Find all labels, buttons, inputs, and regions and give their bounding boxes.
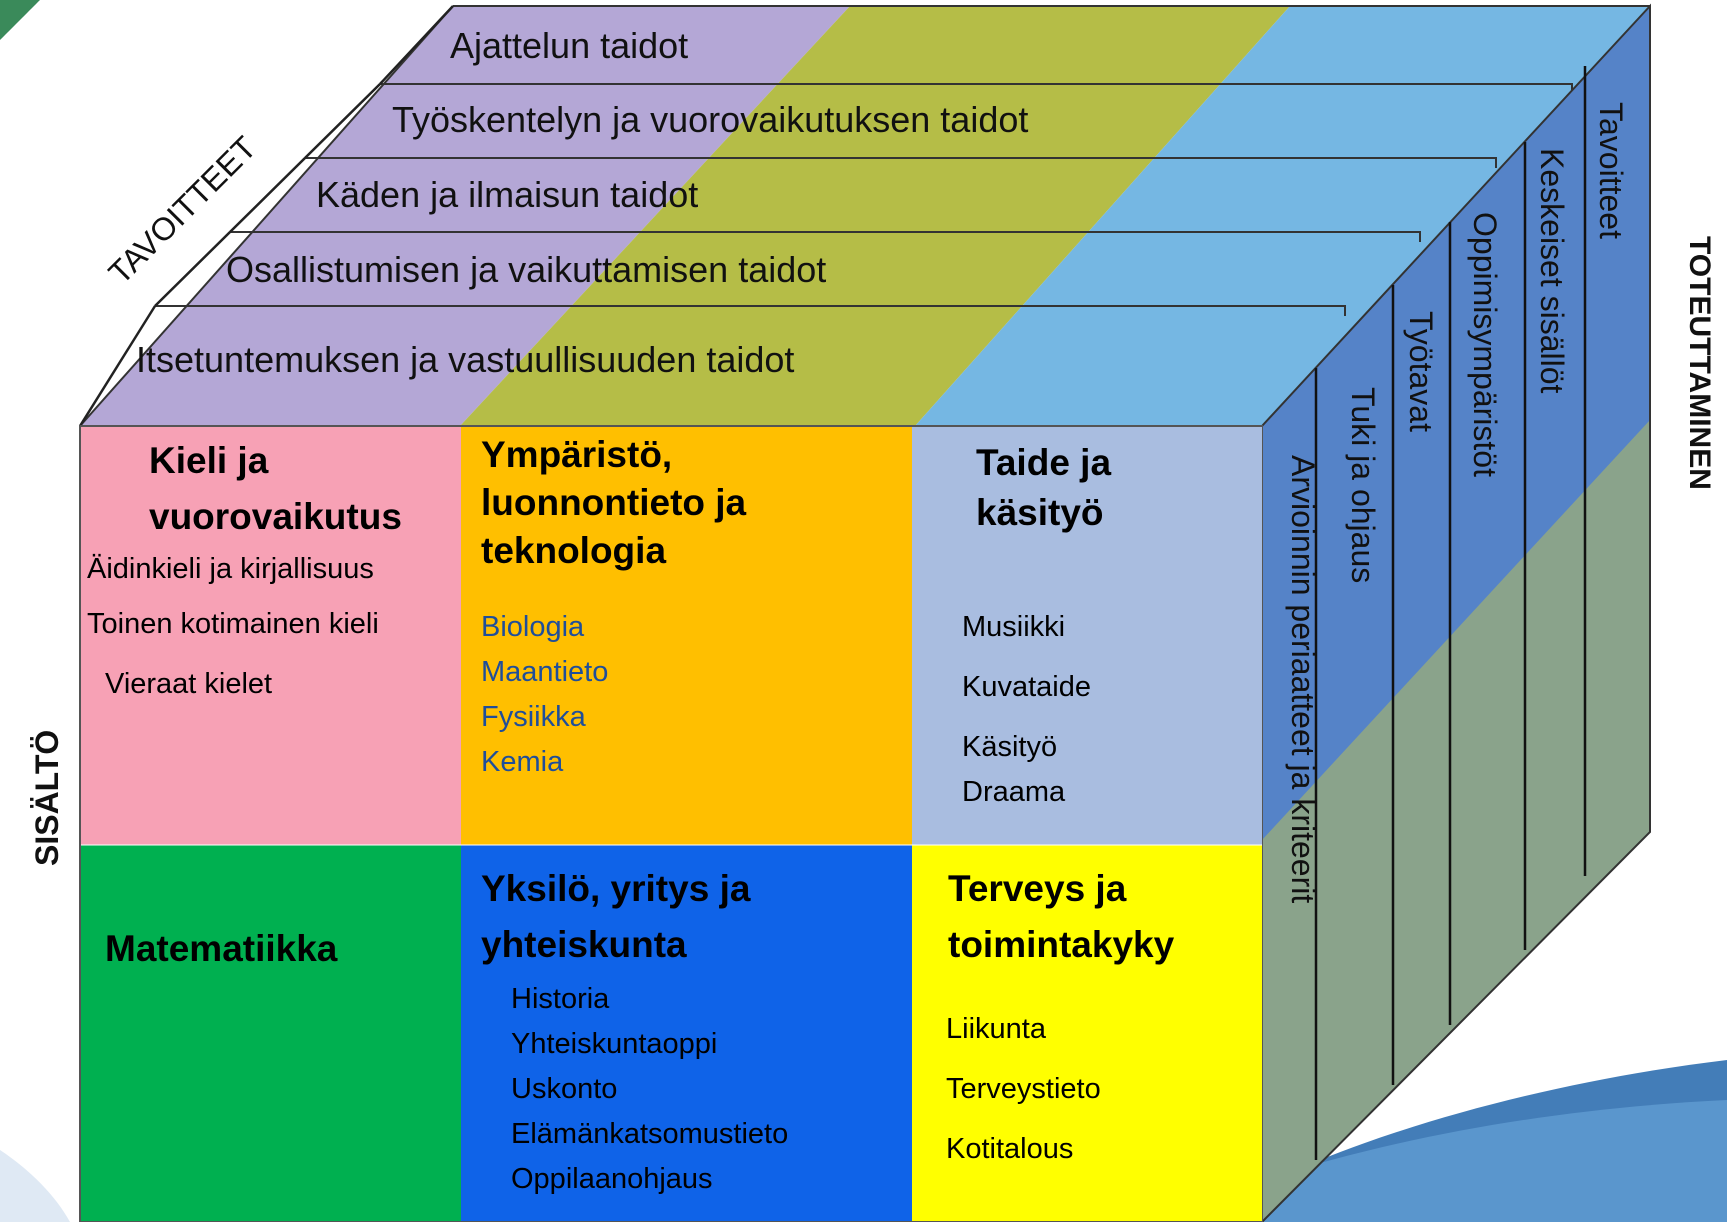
list-item: Fysiikka [481,701,586,733]
top-sky-zone [915,6,1650,426]
content-axis-label: SISÄLTÖ [29,730,65,866]
list-item: Yhteiskuntaoppi [511,1028,718,1060]
cell-title: Kieli ja [149,440,269,481]
cell-title: Terveys ja [948,868,1127,909]
cell-title: vuorovaikutus [149,496,402,537]
top-face [80,6,1650,426]
top-layer-label-tyoskentely: Työskentelyn ja vuorovaikutuksen taidot [392,99,1028,140]
top-layer-label-itsetuntemus: Itsetuntemuksen ja vastuullisuuden taido… [136,339,794,380]
cell-title: teknologia [481,530,667,571]
cell-taide-ja-kasityo: Taide ja käsityö Musiikki Kuvataide Käsi… [912,427,1262,845]
top-layer-label-ajattelu: Ajattelun taidot [450,25,688,66]
list-item: Äidinkieli ja kirjallisuus [87,553,374,585]
cell-terveys-ja-toimintakyky: Terveys ja toimintakyky Liikunta Terveys… [912,845,1262,1221]
top-purple-zone [80,6,850,426]
corner-logo-fragment [0,0,40,40]
cell-matematiikka: Matematiikka [81,845,461,1221]
side-label-arviointi: Arvioinnin periaatteet ja kriteerit [1285,455,1321,903]
list-item: Historia [511,983,610,1015]
list-item: Draama [962,776,1066,808]
list-item: Kuvataide [962,671,1091,703]
side-label-oppimisymparistot: Oppimisympäristöt [1467,212,1503,477]
side-label-keskeiset: Keskeiset sisällöt [1534,148,1570,394]
side-blue-zone [1262,6,1650,840]
cell-title: Taide ja [976,442,1112,483]
cell-kieli-ja-vuorovaikutus: Kieli ja vuorovaikutus Äidinkieli ja kir… [81,427,461,845]
cell-title: toimintakyky [948,924,1175,965]
front-face-outline [79,425,1263,1222]
list-item: Biologia [481,611,585,643]
list-item: Uskonto [511,1073,618,1105]
list-item: Kemia [481,746,564,778]
list-item: Maantieto [481,656,609,688]
top-layer-edges [78,5,454,427]
list-item: Oppilaanohjaus [511,1163,713,1195]
list-item: Musiikki [962,611,1066,643]
left-bottom-swoosh [0,1150,70,1222]
top-layer-label-osallistuminen: Osallistumisen ja vaikuttamisen taidot [226,249,826,290]
front-divider-horizontal [81,844,1262,846]
list-item: Liikunta [946,1013,1046,1045]
background-swoosh-light [1150,1100,1727,1222]
side-label-tuki: Tuki ja ohjaus [1345,387,1381,583]
side-layer-dividers [1314,66,1587,1160]
list-item: Vieraat kielet [105,668,273,700]
cell-title: Matematiikka [105,928,338,969]
side-label-tavoitteet: Tavoitteet [1593,102,1629,239]
cell-title: luonnontieto ja [481,482,747,523]
cell-ymparisto-luonnontieto-teknologia: Ympäristö, luonnontieto ja teknologia Bi… [461,427,912,845]
list-item: Terveystieto [946,1073,1101,1105]
implementation-axis-label: TOTEUTTAMINEN [1683,236,1716,490]
list-item: Kotitalous [946,1133,1074,1165]
top-layer-label-kaden: Käden ja ilmaisun taidot [316,174,698,215]
list-item: Elämänkatsomustieto [511,1118,789,1150]
list-item: Toinen kotimainen kieli [87,608,379,640]
top-olive-zone [460,6,1290,426]
side-label-tyotavat: Työtavat [1403,311,1439,432]
cell-title: Ympäristö, [481,434,673,475]
cell-title: Yksilö, yritys ja [481,868,751,909]
list-item: Käsityö [962,731,1058,763]
side-face [1262,6,1650,1222]
cell-title: yhteiskunta [481,924,687,965]
cell-title: käsityö [976,492,1104,533]
cell-yksilo-yritys-yhteiskunta: Yksilö, yritys ja yhteiskunta Historia Y… [461,845,912,1221]
